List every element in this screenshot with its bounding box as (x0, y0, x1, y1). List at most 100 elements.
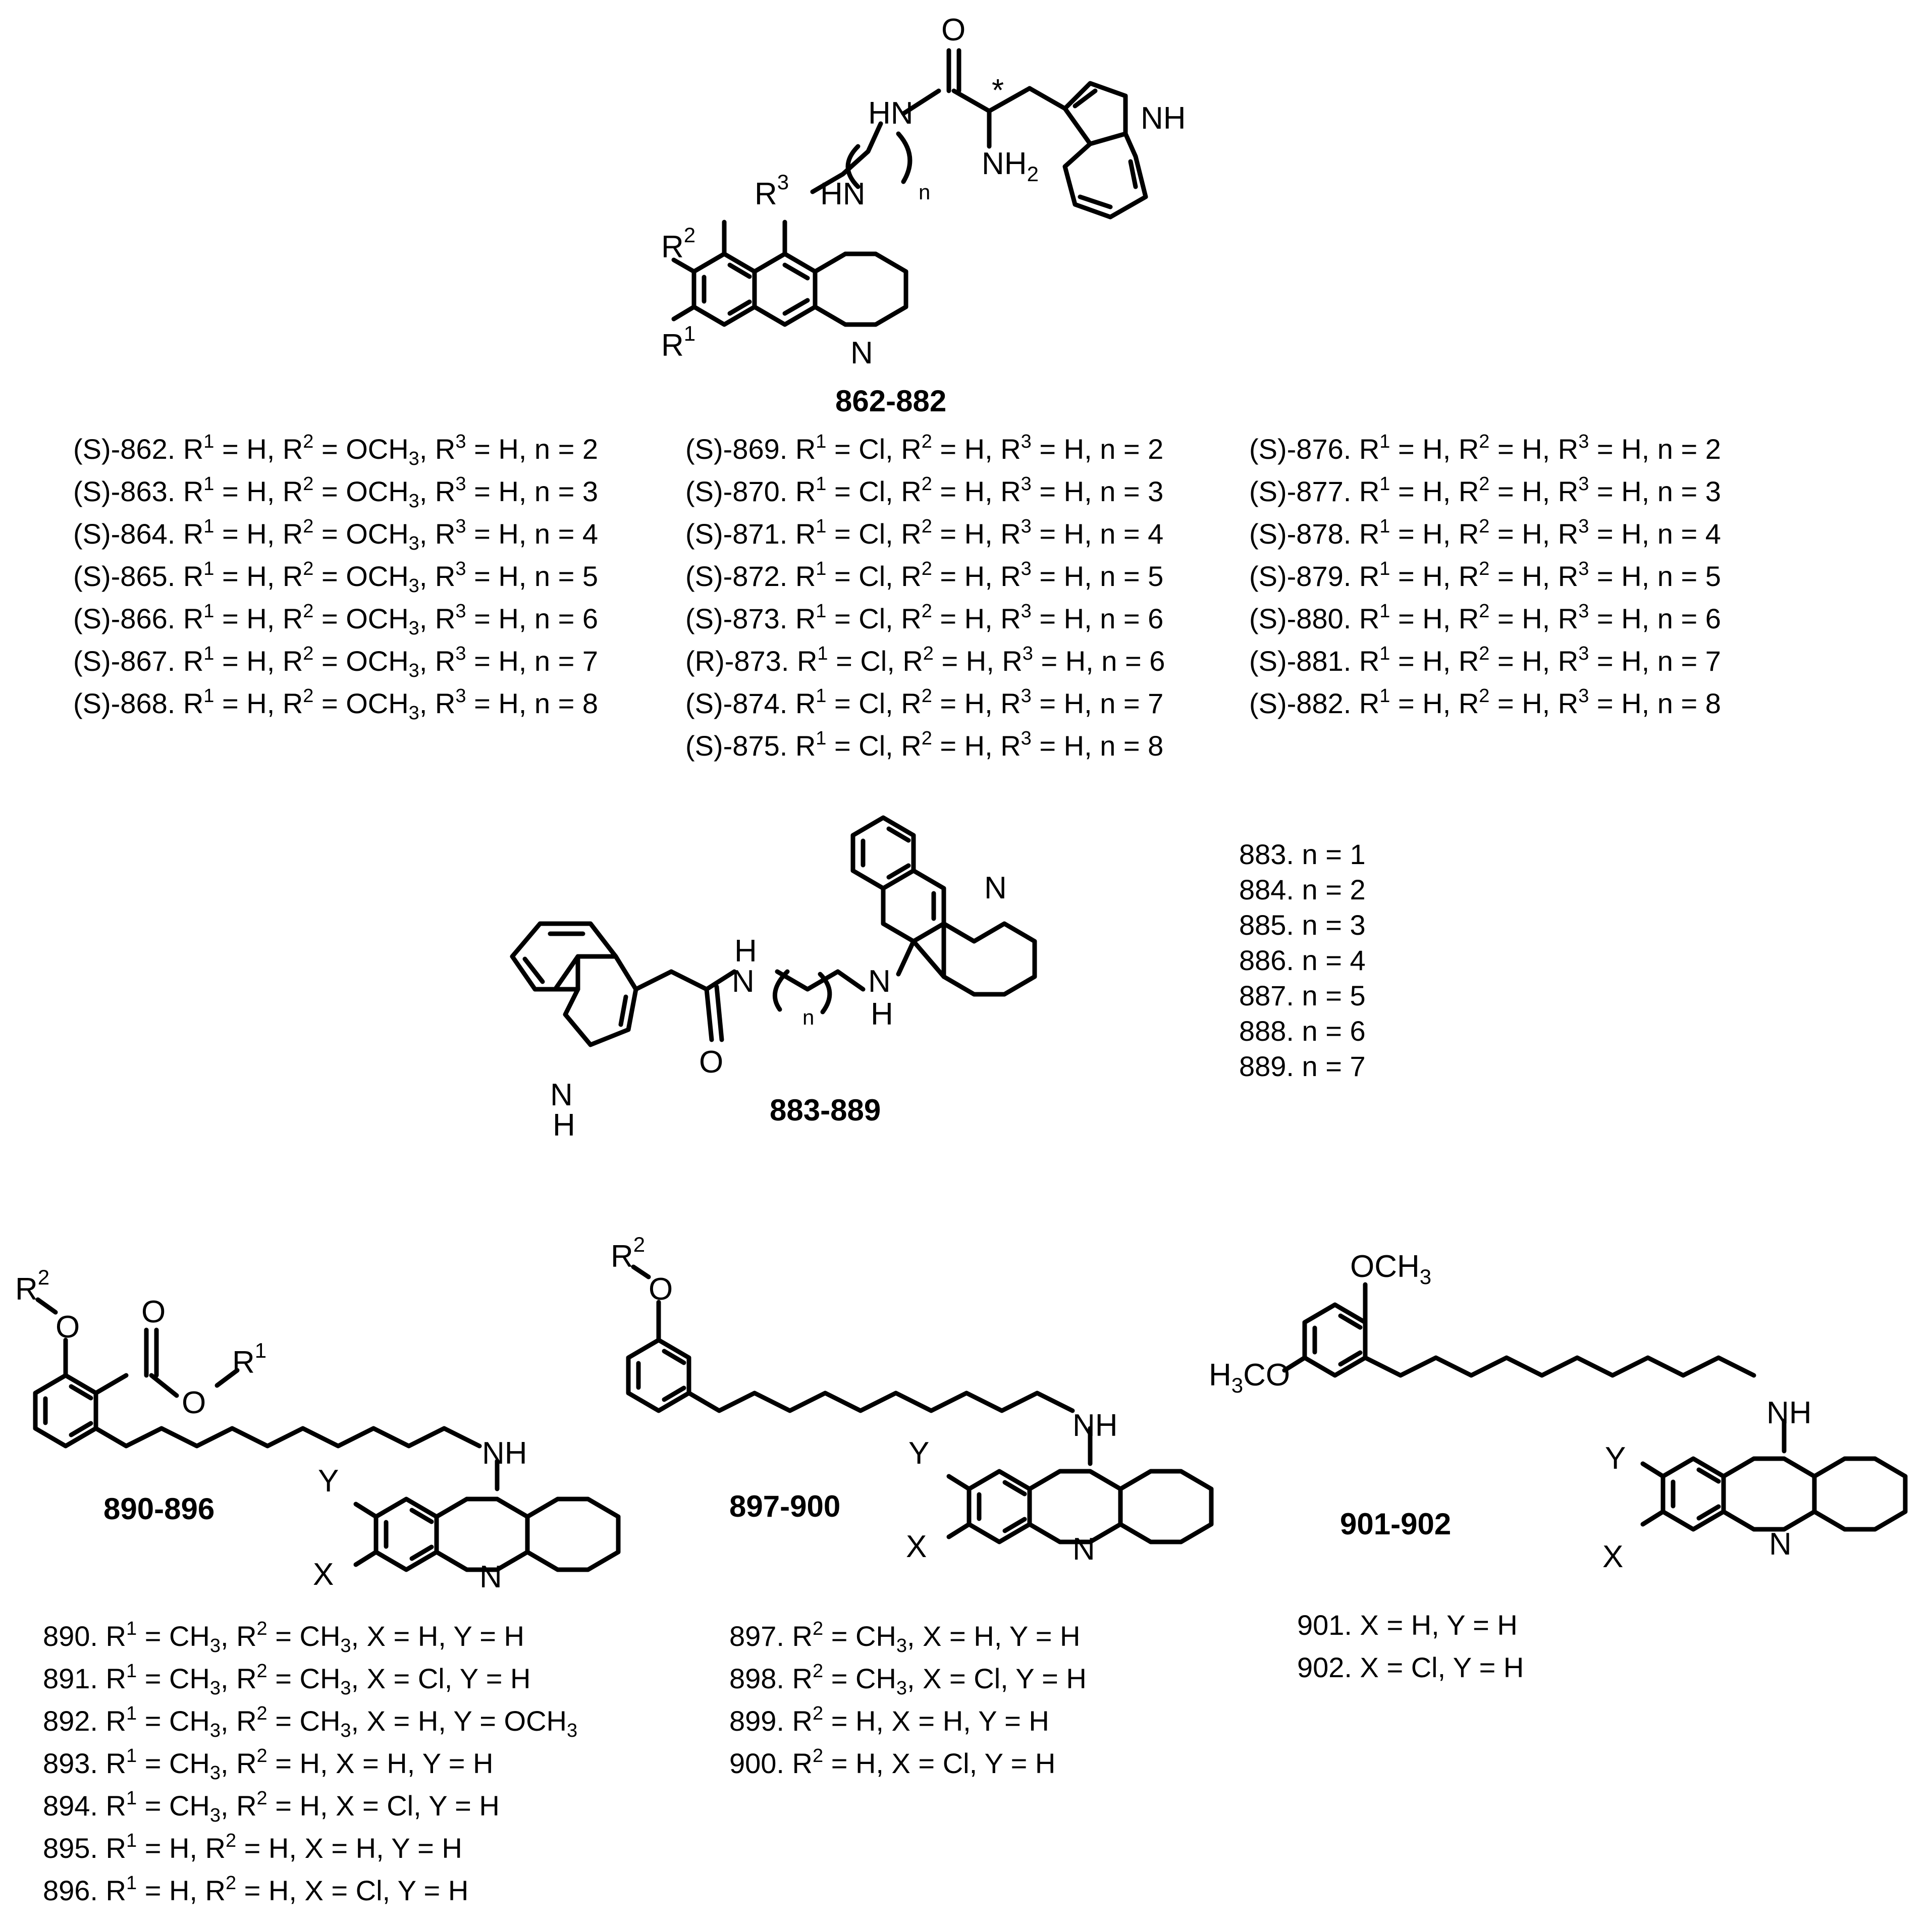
series-label-883-889: 883-889 (770, 1093, 881, 1127)
compound-entry: 890. R1 = CH3, R2 = CH3, X = H, Y = H (43, 1618, 524, 1656)
compound-entry: (S)-864. R1 = H, R2 = OCH3, R3 = H, n = … (73, 516, 599, 554)
compound-entry: (R)-873. R1 = Cl, R2 = H, R3 = H, n = 6 (685, 643, 1165, 677)
compound-entry: 900. R2 = H, X = Cl, Y = H (729, 1745, 1056, 1779)
compound-entry: (S)-871. R1 = Cl, R2 = H, R3 = H, n = 4 (685, 516, 1164, 550)
substituent-R1: R1 (661, 322, 695, 363)
compound-entry: 887. n = 5 (1239, 980, 1366, 1011)
substituent-X: X (313, 1557, 334, 1592)
compound-entry: (S)-874. R1 = Cl, R2 = H, R3 = H, n = 7 (685, 685, 1164, 719)
compound-entry: 895. R1 = H, R2 = H, X = H, Y = H (43, 1830, 462, 1864)
substituent-X: X (1602, 1539, 1623, 1574)
compound-entry: (S)-876. R1 = H, R2 = H, R3 = H, n = 2 (1249, 431, 1721, 465)
repeat-n: n (919, 180, 930, 204)
compound-entry: (S)-866. R1 = H, R2 = OCH3, R3 = H, n = … (73, 601, 599, 639)
compound-entry: (S)-879. R1 = H, R2 = H, R3 = H, n = 5 (1249, 558, 1721, 592)
compound-entry: (S)-877. R1 = H, R2 = H, R3 = H, n = 3 (1249, 473, 1721, 507)
atom-O-ether: O (56, 1310, 80, 1345)
substituent-R2: R2 (611, 1233, 645, 1274)
series-label-890-896: 890-896 (103, 1492, 214, 1526)
compound-entry: 884. n = 2 (1239, 874, 1366, 905)
compound-entry: (S)-882. R1 = H, R2 = H, R3 = H, n = 8 (1249, 685, 1721, 719)
compound-entry: 894. R1 = CH3, R2 = H, X = Cl, Y = H (43, 1788, 500, 1826)
compound-entry: 889. n = 7 (1239, 1050, 1366, 1082)
compound-entry: (S)-869. R1 = Cl, R2 = H, R3 = H, n = 2 (685, 431, 1164, 465)
atom-HN-amide: HN (868, 96, 914, 131)
compound-entry: (S)-868. R1 = H, R2 = OCH3, R3 = H, n = … (73, 685, 599, 724)
compound-entry: (S)-862. R1 = H, R2 = OCH3, R3 = H, n = … (73, 431, 599, 469)
substituent-X: X (906, 1529, 927, 1564)
compound-list-862-868: (S)-862. R1 = H, R2 = OCH3, R3 = H, n = … (73, 428, 598, 725)
repeat-n: n (802, 1005, 814, 1029)
atom-N-indole: N (550, 1078, 573, 1112)
substituent-Y: Y (1605, 1441, 1626, 1476)
compound-list-876-882: (S)-876. R1 = H, R2 = H, R3 = H, n = 2 (S… (1249, 428, 1721, 725)
compound-entry: (S)-873. R1 = Cl, R2 = H, R3 = H, n = 6 (685, 601, 1164, 634)
compound-entry: 901. X = H, Y = H (1297, 1609, 1518, 1641)
compound-entry: 885. n = 3 (1239, 909, 1366, 941)
compound-entry: 898. R2 = CH3, X = Cl, Y = H (729, 1661, 1087, 1699)
atom-NH: NH (1072, 1408, 1118, 1443)
compound-entry: 893. R1 = CH3, R2 = H, X = H, Y = H (43, 1745, 494, 1784)
compound-entry: (S)-865. R1 = H, R2 = OCH3, R3 = H, n = … (73, 558, 599, 597)
atom-H-amide: H (734, 934, 757, 969)
atom-NH: NH (482, 1436, 527, 1471)
compound-entry: (S)-880. R1 = H, R2 = H, R3 = H, n = 6 (1249, 601, 1721, 634)
compound-entry: 902. X = Cl, Y = H (1297, 1651, 1524, 1683)
substituent-R2: R2 (661, 223, 695, 264)
series-label-901-902: 901-902 (1340, 1507, 1451, 1541)
compound-entry: (S)-872. R1 = Cl, R2 = H, R3 = H, n = 5 (685, 558, 1164, 592)
atom-O: O (649, 1272, 673, 1307)
atom-N-amine: N (868, 964, 891, 999)
atom-O-ester: O (182, 1385, 206, 1420)
atom-N-amide: N (732, 964, 755, 999)
compound-entry: (S)-867. R1 = H, R2 = OCH3, R3 = H, n = … (73, 643, 599, 681)
atom-N-acridine: N (984, 871, 1007, 905)
compound-entry: 896. R1 = H, R2 = H, X = Cl, Y = H (43, 1873, 469, 1906)
structure-901-902: OCH3 H3CO NH Y X N 901-902 (1209, 1249, 1908, 1574)
substituent-R3: R3 (755, 170, 789, 211)
compound-entry: 888. n = 6 (1239, 1015, 1366, 1047)
series-label-897-900: 897-900 (729, 1489, 840, 1523)
substituent-H3CO: H3CO (1209, 1358, 1290, 1397)
substituent-OCH3-top: OCH3 (1350, 1249, 1431, 1289)
compound-entry: (S)-881. R1 = H, R2 = H, R3 = H, n = 7 (1249, 643, 1721, 677)
compound-entry: (S)-870. R1 = Cl, R2 = H, R3 = H, n = 3 (685, 473, 1164, 507)
atom-O: O (699, 1045, 723, 1080)
compound-list-901-902: 901. X = H, Y = H 902. X = Cl, Y = H (1297, 1604, 1524, 1689)
atom-N-ring: N (1769, 1527, 1792, 1562)
atom-HN-link: HN (820, 177, 866, 211)
series-label-862-882: 862-882 (835, 384, 946, 418)
atom-NH: NH (1766, 1396, 1812, 1430)
substituent-Y: Y (908, 1436, 929, 1471)
stereo-star: * (992, 73, 1004, 108)
compound-entry: 891. R1 = CH3, R2 = CH3, X = Cl, Y = H (43, 1661, 531, 1699)
compound-entry: 892. R1 = CH3, R2 = CH3, X = H, Y = OCH3 (43, 1703, 578, 1741)
structure-897-900: R2 O NH Y X N 897-900 (611, 1233, 1214, 1567)
compound-list-890-896: 890. R1 = CH3, R2 = CH3, X = H, Y = H 891… (43, 1615, 577, 1912)
compound-entry: 886. n = 4 (1239, 944, 1366, 976)
atom-N-ring: N (479, 1560, 502, 1594)
structure-862-882: O * HN NH NH2 HN n R3 R2 R1 N 862-882 (661, 13, 1186, 418)
compound-entry: (S)-863. R1 = H, R2 = OCH3, R3 = H, n = … (73, 473, 599, 512)
atom-H-amine: H (871, 997, 893, 1032)
atom-NH-indole: NH (1141, 101, 1186, 136)
substituent-Y: Y (318, 1464, 339, 1499)
compound-entry: 883. n = 1 (1239, 838, 1366, 870)
substituent-R2: R2 (15, 1265, 49, 1307)
atom-N-ring: N (850, 336, 873, 370)
atom-NH2: NH2 (982, 146, 1039, 186)
atom-O-carbonyl: O (141, 1295, 166, 1329)
structure-883-889: N H N n N H O N H 883-889 (510, 815, 1037, 1143)
compound-entry: (S)-875. R1 = Cl, R2 = H, R3 = H, n = 8 (685, 728, 1164, 762)
compound-entry: 899. R2 = H, X = H, Y = H (729, 1703, 1049, 1737)
atom-O: O (941, 13, 965, 47)
compound-entry: (S)-878. R1 = H, R2 = H, R3 = H, n = 4 (1249, 516, 1721, 550)
compound-list-897-900: 897. R2 = CH3, X = H, Y = H 898. R2 = CH3… (729, 1615, 1087, 1785)
atom-N-ring: N (1072, 1532, 1095, 1567)
compound-entry: 897. R2 = CH3, X = H, Y = H (729, 1618, 1081, 1656)
compound-list-869-875: (S)-869. R1 = Cl, R2 = H, R3 = H, n = 2 (… (685, 428, 1165, 767)
structure-890-896: R2 O O O R1 NH Y X N 890-896 (15, 1265, 621, 1594)
atom-H-indole: H (553, 1108, 575, 1143)
